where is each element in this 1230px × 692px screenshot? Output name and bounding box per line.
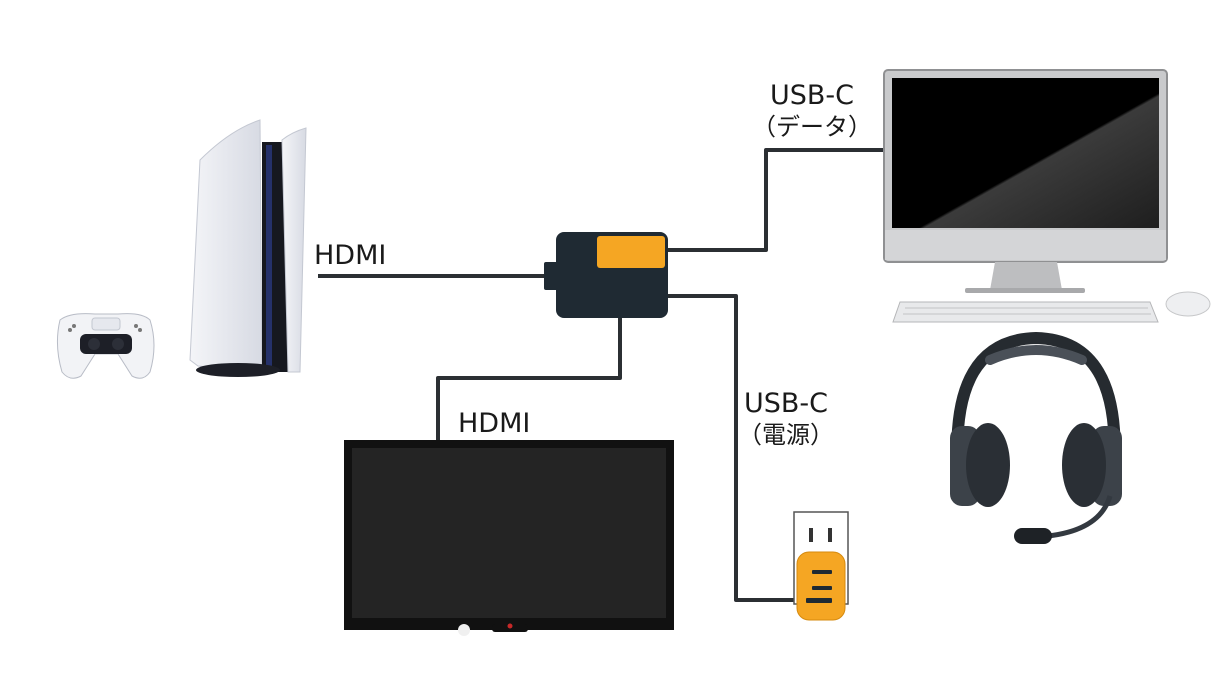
usbc-data-label: USB-C （データ） [752,80,872,142]
usb-charger-icon [793,511,849,621]
tv-icon [344,440,674,636]
usbc-power-label: USB-C （電源） [738,388,834,450]
hdmi-tv-label: HDMI [458,408,531,439]
usbc-data-main: USB-C [769,80,855,111]
usbc-data-cable [668,148,886,252]
usbc-data-sub: （データ） [752,113,872,141]
usbc-power-sub: （電源） [738,421,834,449]
hdmi-tv-cable [436,316,622,440]
keyboard-icon [892,301,1159,323]
usbc-power-cable [668,294,806,602]
hdmi-source-label: HDMI [314,240,387,271]
cables [318,148,886,602]
capture-box-icon [544,232,668,318]
usbc-power-main: USB-C [743,388,829,419]
mouse-icon [1165,291,1211,317]
headset-icon [950,331,1122,544]
game-console-icon [189,119,307,377]
game-controller-icon [56,313,155,379]
desktop-monitor-icon [883,69,1168,293]
